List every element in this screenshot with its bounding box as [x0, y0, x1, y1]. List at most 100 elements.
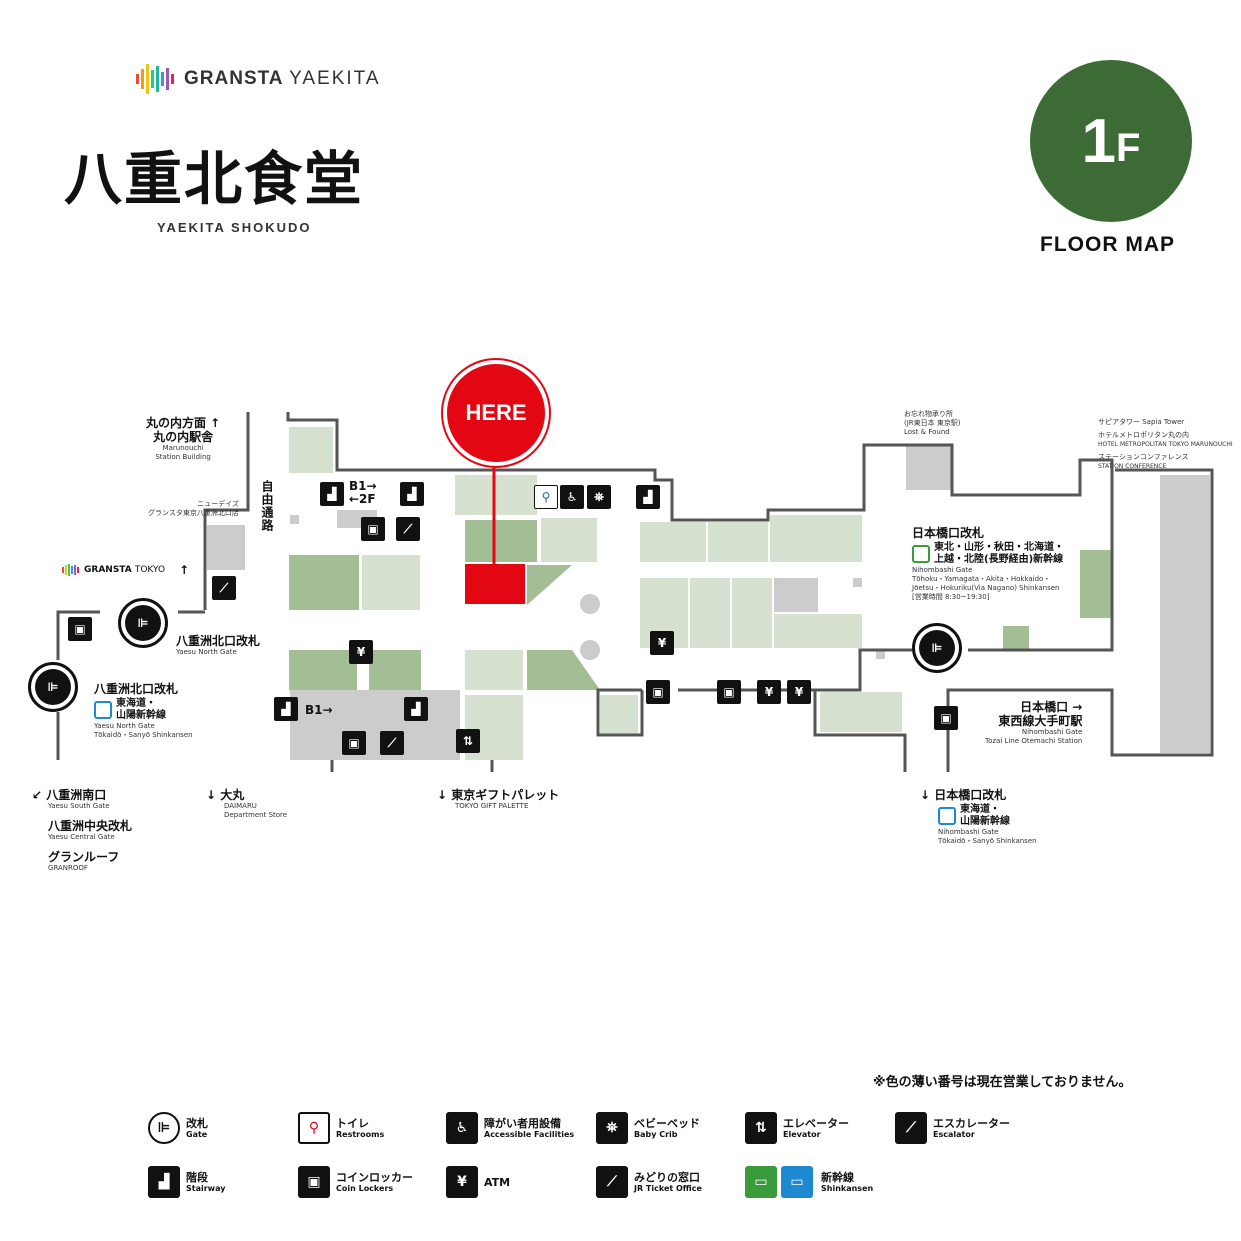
gransta-logo-icon	[136, 64, 174, 94]
shop-block	[541, 518, 597, 562]
stairway-icon: ▟	[148, 1166, 180, 1198]
shop-block	[289, 650, 357, 690]
here-shop	[465, 564, 525, 604]
shinkansen-blue-icon: ▭	[781, 1166, 813, 1198]
shop-block	[732, 578, 772, 648]
shop-block	[465, 520, 537, 562]
stairway-icon[interactable]: ▟	[400, 482, 424, 506]
escalator-icon[interactable]: ⟋	[380, 731, 404, 755]
floor-unit: F	[1116, 125, 1141, 170]
shop-block	[820, 692, 902, 732]
page-subtitle: YAEKITA SHOKUDO	[157, 220, 312, 235]
wall	[813, 690, 907, 772]
gate-icon[interactable]: ⊫	[118, 598, 168, 648]
stairway-icon[interactable]: ▟	[274, 697, 298, 721]
gate-icon[interactable]: ⊫	[912, 623, 962, 673]
shop-block	[708, 522, 768, 562]
yaesu-north-gate-label: 八重洲北口改札 Yaesu North Gate	[176, 634, 261, 656]
pillar	[580, 640, 600, 660]
newdays-label: ニューデイズ グランスタ東京八重洲北口店	[148, 500, 239, 517]
free-passage-label: 自由通路	[260, 480, 274, 532]
lost-and-found-label: お忘れ物承り所 (JR東日本 東京駅) Lost & Found	[904, 410, 961, 436]
nihombashi-gate-tohoku-label: 日本橋口改札 東北・山形・秋田・北海道・ 上越・北陸(長野経由)新幹線 Niho…	[912, 526, 1064, 601]
gift-palette-direction: ↓ 東京ギフトパレット TOKYO GIFT PALETTE	[437, 788, 560, 810]
shop-block	[527, 565, 572, 605]
stairway-icon[interactable]: ▟	[636, 485, 660, 509]
coin-locker-icon[interactable]: ▣	[68, 617, 92, 641]
pillar	[290, 515, 299, 524]
grey-area	[290, 690, 460, 760]
nihombashi-gate-tokaido-label: ↓ 日本橋口改札 東海道・ 山陽新幹線 Nihombashi Gate Tōka…	[920, 788, 1037, 845]
shinkansen-icon	[94, 701, 112, 719]
baby-crib-icon[interactable]: ⛯	[587, 485, 611, 509]
shinkansen-icon	[912, 545, 930, 563]
coin-locker-icon[interactable]: ▣	[342, 731, 366, 755]
marunouchi-label: 丸の内方面 ↑ 丸の内駅舎 Marunouchi Station Buildin…	[146, 416, 221, 461]
shop-block	[362, 555, 420, 610]
coin-locker-icon[interactable]: ▣	[934, 706, 958, 730]
wall	[286, 412, 1114, 652]
atm-icon[interactable]: ¥	[757, 680, 781, 704]
gate-icon[interactable]: ⊫	[28, 662, 78, 712]
atm-icon[interactable]: ¥	[650, 631, 674, 655]
coin-locker-icon[interactable]: ▣	[361, 517, 385, 541]
shop-block	[600, 695, 638, 735]
elevator-icon: ⇅	[745, 1112, 777, 1144]
restroom-icon: ⚲	[298, 1112, 330, 1144]
page-title: 八重北食堂	[64, 145, 365, 213]
shop-block	[369, 650, 421, 690]
pillar	[580, 594, 600, 614]
b1-2f-label: B1→ ←2F	[349, 479, 377, 506]
shop-block	[770, 515, 862, 562]
atm-icon[interactable]: ¥	[787, 680, 811, 704]
gate-icon: ⊫	[148, 1112, 180, 1144]
jr-ticket-office-icon: ⟋	[596, 1166, 628, 1198]
wall	[596, 688, 644, 737]
floor-number: 1	[1081, 106, 1117, 176]
shinkansen-icon	[938, 807, 956, 825]
coin-locker-icon[interactable]: ▣	[646, 680, 670, 704]
yaesu-north-shinkansen-label: 八重洲北口改札 東海道・ 山陽新幹線 Yaesu North Gate Tōka…	[94, 682, 193, 739]
daimaru-direction: ↓ 大丸 DAIMARU Department Store	[206, 788, 288, 819]
grey-area	[774, 578, 818, 612]
shop-block	[527, 650, 600, 690]
brand-name: GRANSTA YAEKITA	[184, 68, 381, 89]
atm-icon: ¥	[446, 1166, 478, 1198]
stairway-icon[interactable]: ▟	[404, 697, 428, 721]
elevator-icon[interactable]: ⇅	[456, 729, 480, 753]
brand-logo: GRANSTA YAEKITA	[136, 64, 381, 94]
wall	[946, 468, 1214, 772]
shop-block	[690, 578, 730, 648]
shop-block	[289, 555, 359, 610]
accessible-icon: ♿	[446, 1112, 478, 1144]
escalator-icon: ⟋	[895, 1112, 927, 1144]
atm-icon[interactable]: ¥	[349, 640, 373, 664]
coin-locker-icon: ▣	[298, 1166, 330, 1198]
floor-map-label: FLOOR MAP	[1040, 233, 1175, 256]
coin-locker-icon[interactable]: ▣	[717, 680, 741, 704]
grey-area	[1160, 475, 1210, 753]
pillar	[876, 650, 885, 659]
restroom-icon[interactable]: ⚲	[534, 485, 558, 509]
stairway-icon[interactable]: ▟	[320, 482, 344, 506]
shop-block	[774, 614, 862, 648]
accessible-icon[interactable]: ♿	[560, 485, 584, 509]
gransta-tokyo-link[interactable]: GRANSTA TOKYO ↑	[62, 563, 189, 577]
shop-block	[640, 522, 706, 562]
wall	[56, 610, 100, 660]
gransta-logo-icon	[62, 564, 79, 576]
baby-crib-icon: ⛯	[596, 1112, 628, 1144]
shop-block	[1003, 626, 1029, 650]
south-directions: ↙ 八重洲南口 Yaesu South Gate 八重洲中央改札 Yaesu C…	[32, 788, 133, 872]
jr-ticket-office-icon[interactable]: ⟋	[212, 576, 236, 600]
escalator-icon[interactable]: ⟋	[396, 517, 420, 541]
